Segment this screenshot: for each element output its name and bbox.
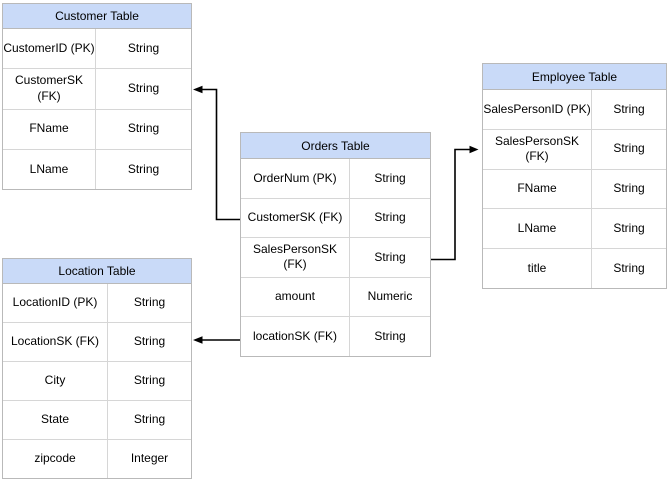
table-row: FName String [483, 169, 666, 210]
field-name-cell: title [483, 249, 592, 288]
orders-to-employee-connector[interactable] [431, 145, 479, 261]
field-type-cell: String [133, 295, 166, 310]
table-row: LocationSK (FK) String [3, 323, 191, 362]
table-title-label: Orders Table [301, 138, 370, 153]
table-row: City String [3, 362, 191, 401]
table-row: CustomerSK (FK) String [241, 198, 430, 239]
location-table-title: Location Table [3, 259, 191, 284]
field-type-cell: String [613, 101, 645, 116]
field-name-cell: zipcode [3, 440, 108, 478]
table-row: LName String [483, 209, 666, 250]
field-type-cell: String [613, 220, 645, 235]
table-title-label: Customer Table [55, 9, 139, 23]
field-name-cell: City [3, 362, 108, 400]
orders-table[interactable]: Orders Table OrderNum (PK) String Custom… [240, 132, 431, 357]
table-row: LName String [3, 149, 191, 189]
field-type-cell: String [613, 260, 645, 275]
field-name-cell: CustomerID (PK) [3, 29, 96, 69]
table-row: title String [483, 249, 666, 288]
table-row: SalesPersonSK (FK) String [483, 129, 666, 170]
field-name-cell: SalesPersonID (PK) [483, 90, 592, 129]
table-row: SalesPersonID (PK) String [483, 90, 666, 130]
table-row: amount Numeric [241, 277, 430, 318]
table-title-label: Employee Table [531, 69, 618, 84]
table-row: locationSK (FK) String [241, 317, 430, 356]
field-type-cell: String [127, 161, 160, 176]
field-name-cell: SalesPersonSK (FK) [483, 129, 592, 169]
table-row: OrderNum (PK) String [241, 159, 430, 199]
orders-table-title: Orders Table [241, 133, 430, 159]
field-type-cell: String [133, 334, 166, 349]
field-name-cell: FName [3, 109, 96, 149]
arrowhead-left-icon [193, 85, 203, 94]
field-name-cell: CustomerSK (FK) [241, 198, 350, 238]
location-table[interactable]: Location Table LocationID (PK) String Lo… [2, 258, 192, 479]
table-row: SalesPersonSK (FK) String [241, 238, 430, 278]
customer-table[interactable]: Customer Table CustomerID (PK) String Cu… [2, 3, 192, 190]
customer-table-title: Customer Table [3, 4, 191, 29]
field-type-cell: String [133, 412, 166, 427]
field-type-cell: Integer [130, 451, 169, 466]
field-name-cell: LocationID (PK) [3, 284, 108, 322]
field-name-cell: OrderNum (PK) [241, 159, 350, 198]
field-name-cell: SalesPersonSK (FK) [241, 238, 350, 277]
field-type-cell: String [374, 249, 406, 264]
employee-table-title: Employee Table [483, 64, 666, 90]
field-name-cell: amount [241, 277, 350, 317]
field-type-cell: Numeric [367, 289, 413, 304]
field-name-cell: LName [483, 209, 592, 249]
field-type-cell: String [613, 141, 645, 156]
field-type-cell: String [127, 121, 160, 136]
field-type-cell: String [374, 210, 406, 225]
field-name-cell: State [3, 401, 108, 439]
field-name-cell: locationSK (FK) [241, 317, 350, 356]
arrowhead-left-icon [193, 336, 203, 344]
orders-to-location-connector[interactable] [193, 336, 240, 344]
field-type-cell: String [133, 373, 166, 388]
table-row: FName String [3, 109, 191, 150]
table-row: zipcode Integer [3, 440, 191, 478]
arrowhead-right-icon [469, 145, 479, 154]
table-row: LocationID (PK) String [3, 284, 191, 323]
field-type-cell: String [374, 328, 406, 343]
field-name-cell: LName [3, 149, 96, 189]
field-type-cell: String [127, 81, 160, 96]
field-name-cell: CustomerSK (FK) [3, 69, 96, 109]
orders-to-customer-connector[interactable] [193, 85, 240, 221]
field-name-cell: FName [483, 169, 592, 209]
table-row: CustomerID (PK) String [3, 29, 191, 70]
employee-table[interactable]: Employee Table SalesPersonID (PK) String… [482, 63, 667, 289]
field-type-cell: String [127, 40, 160, 55]
field-name-cell: LocationSK (FK) [3, 323, 108, 361]
table-title-label: Location Table [58, 264, 136, 278]
table-row: State String [3, 401, 191, 440]
field-type-cell: String [613, 181, 645, 196]
table-row: CustomerSK (FK) String [3, 69, 191, 110]
field-type-cell: String [374, 170, 406, 185]
